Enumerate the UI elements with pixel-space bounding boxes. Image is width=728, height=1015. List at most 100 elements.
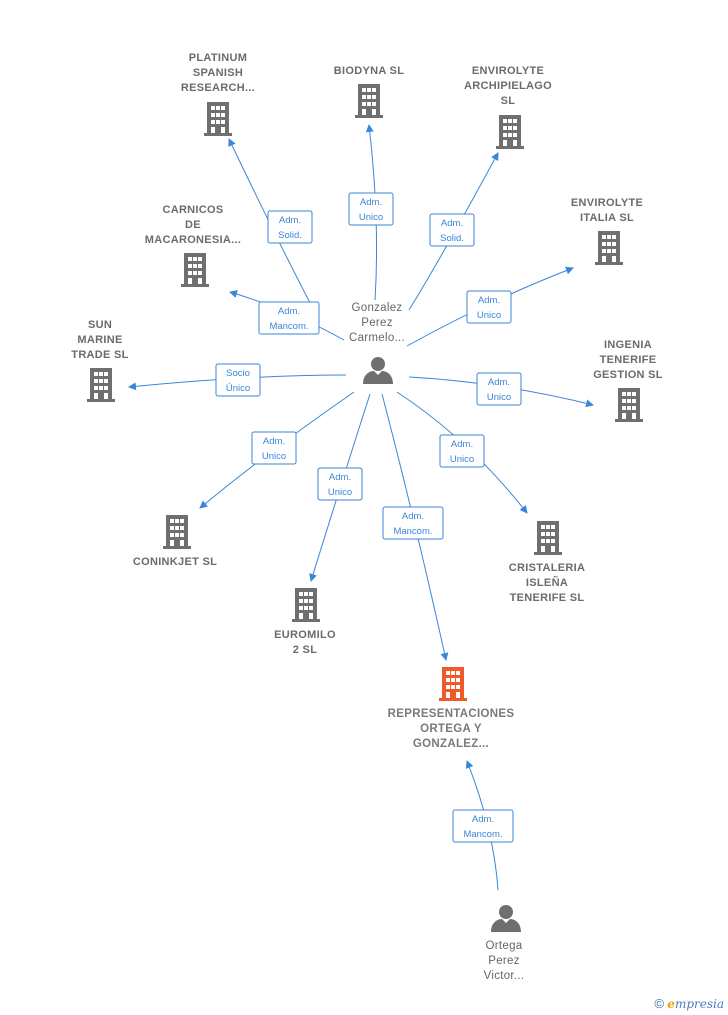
- building-icon: [292, 588, 320, 622]
- node-label: PLATINUM: [189, 52, 247, 64]
- role-badge-text: Socio: [226, 368, 250, 379]
- role-badge[interactable]: Adm. Mancom.: [382, 506, 444, 540]
- role-badge[interactable]: Adm. Unico: [439, 434, 485, 468]
- role-badge-text: Único: [226, 383, 250, 394]
- role-badge-frame: [452, 809, 514, 843]
- node-label: ISLEÑA: [526, 576, 568, 589]
- node-label: GONZALEZ...: [413, 738, 489, 750]
- person-node[interactable]: GonzalezPerezCarmelo...: [349, 302, 405, 384]
- role-badge[interactable]: Adm. Solid.: [429, 213, 475, 247]
- role-badge-frame: [267, 210, 313, 244]
- node-label: RESEARCH...: [181, 82, 255, 94]
- company-node[interactable]: REPRESENTACIONES ORTEGA Y GONZALEZ...: [388, 667, 515, 750]
- company-node[interactable]: CARNICOS DE MACARONESIA...: [145, 204, 241, 287]
- brand-logo-text: mpresia: [674, 997, 724, 1011]
- role-badge-text: Adm.: [279, 215, 301, 226]
- role-badge[interactable]: Adm. Unico: [348, 192, 394, 226]
- role-badge[interactable]: Adm. Mancom.: [258, 301, 320, 335]
- role-badge-text: Adm.: [441, 218, 463, 229]
- role-badge-frame: [258, 301, 320, 335]
- role-badge-text: Adm.: [488, 377, 510, 388]
- role-badge-text: Solid.: [440, 233, 464, 244]
- role-badge-frame: [439, 434, 485, 468]
- node-label: Ortega: [486, 940, 523, 952]
- role-badge-text: Adm.: [402, 511, 424, 522]
- role-badge-text: Unico: [328, 487, 352, 498]
- role-badge[interactable]: Adm.Solid.: [267, 210, 313, 244]
- node-label: MARINE: [77, 334, 122, 346]
- company-node[interactable]: ENVIROLYTE ITALIA SL: [571, 197, 643, 265]
- role-badge-text: Unico: [487, 392, 511, 403]
- role-badge[interactable]: Adm. Unico: [466, 290, 512, 324]
- node-label: Victor...: [484, 970, 525, 982]
- role-badge-text: Adm.: [278, 306, 300, 317]
- building-icon: [163, 515, 191, 549]
- role-badge-text: Adm.: [263, 436, 285, 447]
- building-icon: [595, 231, 623, 265]
- node-label: Perez: [361, 317, 393, 329]
- node-label: REPRESENTACIONES: [388, 708, 515, 720]
- node-label: CONINKJET SL: [133, 556, 217, 568]
- node-label: TENERIFE: [600, 354, 657, 366]
- role-badge-text: Adm.: [478, 295, 500, 306]
- role-badge[interactable]: Adm. Mancom.: [452, 809, 514, 843]
- brand-logo-initial: e: [667, 997, 675, 1011]
- company-node[interactable]: EUROMILO 2 SL: [274, 588, 336, 656]
- role-badge-text: Mancom.: [269, 321, 308, 332]
- node-label: DE: [185, 219, 201, 231]
- node-label: TENERIFE SL: [510, 592, 585, 604]
- building-icon: [181, 253, 209, 287]
- building-icon: [615, 388, 643, 422]
- role-badge-text: Mancom.: [463, 829, 502, 840]
- node-label: SUN: [88, 319, 112, 331]
- role-badge[interactable]: Adm. Unico: [251, 431, 297, 465]
- person-icon: [491, 905, 521, 932]
- node-label: ENVIROLYTE: [571, 197, 643, 209]
- building-icon: [87, 368, 115, 402]
- node-label: ORTEGA Y: [420, 723, 482, 735]
- node-label: Carmelo...: [349, 332, 405, 344]
- company-node[interactable]: PLATINUM SPANISH RESEARCH...: [181, 52, 255, 136]
- node-label: SL: [501, 95, 516, 107]
- role-badge-frame: [317, 467, 363, 501]
- node-label: Gonzalez: [352, 302, 403, 314]
- company-node[interactable]: INGENIA TENERIFE GESTION SL: [593, 339, 663, 422]
- node-label: SPANISH: [193, 67, 243, 79]
- role-badge-frame: [251, 431, 297, 465]
- node-label: ARCHIPIELAGO: [464, 80, 552, 92]
- node-label: INGENIA: [604, 339, 652, 351]
- company-node[interactable]: BIODYNA SL: [334, 65, 404, 118]
- role-badge-text: Unico: [359, 212, 383, 223]
- role-badge-text: Adm.: [329, 472, 351, 483]
- role-badge-text: Unico: [450, 454, 474, 465]
- person-icon: [363, 357, 393, 384]
- role-badge-text: Adm.: [472, 814, 494, 825]
- node-label: BIODYNA SL: [334, 65, 404, 77]
- node-label: CARNICOS: [162, 204, 223, 216]
- role-badge-text: Unico: [477, 310, 501, 321]
- role-badge-frame: [215, 363, 261, 397]
- copyright-symbol: ©: [654, 996, 664, 1011]
- node-label: ITALIA SL: [580, 212, 634, 224]
- role-badge-frame: [466, 290, 512, 324]
- company-node[interactable]: ENVIROLYTE ARCHIPIELAGO SL: [464, 65, 552, 149]
- node-label: 2 SL: [293, 644, 317, 656]
- role-badge[interactable]: Adm. Unico: [476, 372, 522, 406]
- role-badge-frame: [476, 372, 522, 406]
- role-badge-text: Adm.: [451, 439, 473, 450]
- role-badge-frame: [382, 506, 444, 540]
- person-node[interactable]: OrtegaPerezVictor...: [484, 905, 525, 982]
- role-badge-text: Mancom.: [393, 526, 432, 537]
- node-label: EUROMILO: [274, 629, 336, 641]
- role-badge[interactable]: Adm. Unico: [317, 467, 363, 501]
- node-label: GESTION SL: [593, 369, 663, 381]
- node-label: MACARONESIA...: [145, 234, 241, 246]
- role-badge-text: Adm.: [360, 197, 382, 208]
- node-label: ENVIROLYTE: [472, 65, 544, 77]
- role-badge-text: Unico: [262, 451, 286, 462]
- company-node[interactable]: CONINKJET SL: [133, 515, 217, 568]
